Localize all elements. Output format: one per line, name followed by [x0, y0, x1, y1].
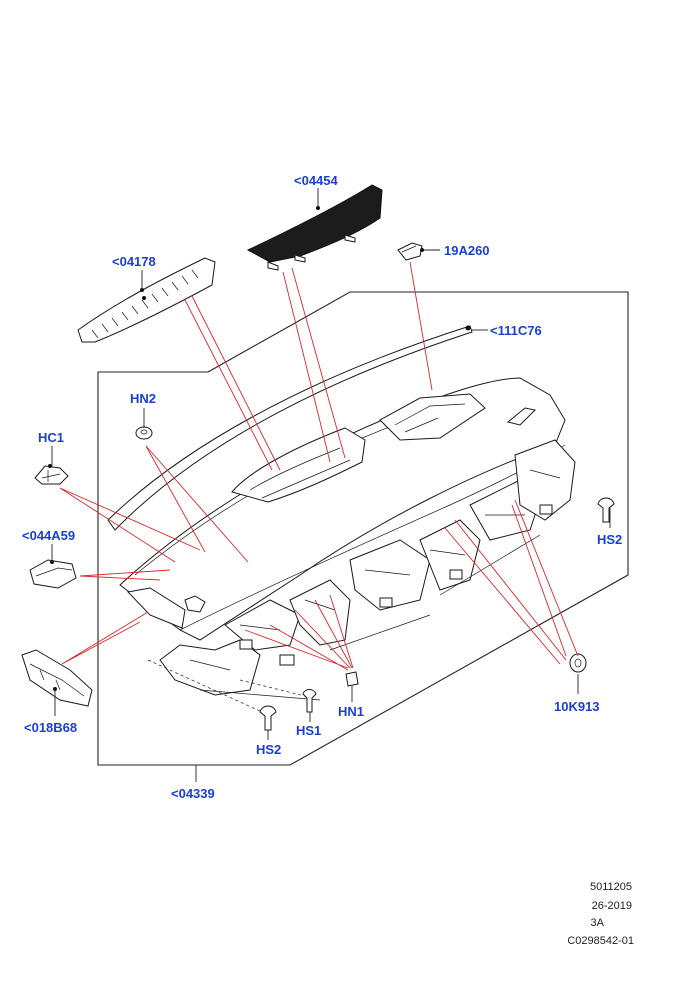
right-vent-slot: [506, 407, 537, 426]
cluster-recess-inner: [249, 447, 351, 499]
nut-hn2-hole: [140, 429, 148, 435]
bracket-018b68-detail: [29, 663, 85, 697]
footer-line-2: 26-2019: [592, 900, 632, 912]
callout-hn1: HN1: [338, 704, 364, 719]
under-dash-structure: [159, 439, 576, 701]
callout-04178: <04178: [112, 254, 156, 269]
trim-strip-end-dot: [465, 325, 471, 331]
cluster-recess: [231, 427, 366, 503]
assembly-outline-frame: [97, 291, 629, 766]
footer-line-3: 3A: [591, 917, 605, 929]
callout-018b68: <018B68: [24, 720, 77, 735]
screw-dashed-lines: [147, 659, 306, 713]
nut-hn2: [135, 426, 153, 440]
red-leader-lines: [59, 261, 579, 671]
callout-04454: <04454: [294, 173, 339, 188]
callout-hs2-right: HS2: [597, 532, 622, 547]
footer-line-1: 5011205: [590, 881, 632, 893]
callout-10k913: 10K913: [554, 699, 600, 714]
vent-grille-04178: [77, 257, 216, 343]
callout-hn2: HN2: [130, 391, 156, 406]
clip-hc1-dot: [48, 464, 52, 468]
panel-left-end-bracket: [126, 587, 186, 629]
vent-grille-centre-dot: [142, 296, 146, 300]
upper-vent-opening: [379, 393, 486, 441]
trim-strip-111c76: [107, 325, 473, 531]
display-hood-tab: [267, 234, 356, 271]
screw-hs2-right: [597, 497, 615, 523]
upper-vent-inner: [394, 403, 466, 433]
panel-left-handle: [184, 595, 206, 613]
sensor-19a260-detail: [401, 245, 417, 253]
footer-line-4: C0298542-01: [567, 935, 634, 947]
clip-044a59: [29, 559, 77, 589]
grommet-10k913-hole: [574, 658, 582, 668]
callout-044a59: <044A59: [22, 528, 75, 543]
black-leader-lines: [51, 188, 611, 782]
bracket-018b68: [21, 649, 93, 707]
callout-19a260: 19A260: [444, 243, 490, 258]
callout-hc1: HC1: [38, 430, 64, 445]
bracket-018b68-dot: [53, 687, 57, 691]
clip-hc1: [34, 465, 69, 485]
sensor-19a260: [397, 242, 423, 261]
clip-044a59-detail: [35, 567, 73, 577]
screw-hs2-bottom: [259, 705, 277, 731]
callout-111c76: <111C76: [490, 323, 542, 338]
clip-hc1-detail: [41, 470, 61, 482]
callout-hs1: HS1: [296, 723, 321, 738]
vent-grille-slats: [91, 269, 199, 339]
callout-hs2-bottom: HS2: [256, 742, 281, 757]
callout-04339: <04339: [171, 786, 215, 801]
display-hood-04454: [246, 184, 383, 263]
nut-hn1: [345, 671, 359, 687]
screw-hs1: [302, 689, 317, 713]
grommet-10k913: [569, 653, 587, 673]
